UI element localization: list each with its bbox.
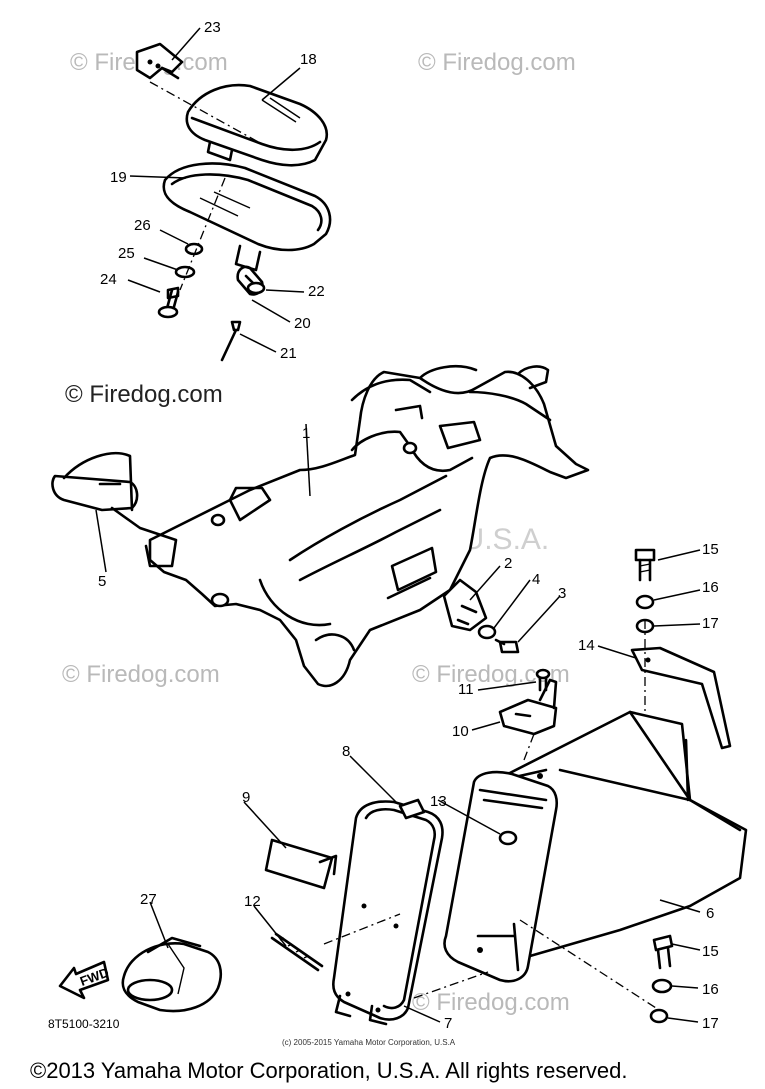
bolt-15-bottom <box>652 934 674 970</box>
footer-copyright: ©2013 Yamaha Motor Corporation, U.S.A. A… <box>30 1058 627 1083</box>
callout-16-top: 16 <box>702 579 719 596</box>
callout-18: 18 <box>300 51 317 68</box>
connector-27 <box>121 936 222 1013</box>
grommet-26 <box>184 242 204 256</box>
bracket-2 <box>442 578 488 632</box>
callout-10: 10 <box>452 723 469 740</box>
callout-11: 11 <box>458 681 474 698</box>
callout-21: 21 <box>280 345 297 362</box>
callout-2: 2 <box>504 555 512 572</box>
collar-16-bottom <box>651 978 673 994</box>
callout-4: 4 <box>532 571 540 588</box>
guard-5 <box>51 451 178 568</box>
callout-22: 22 <box>308 283 325 300</box>
watermark-firedog: © Firedog.com <box>412 989 570 1016</box>
battery-box-6 <box>443 710 748 983</box>
bracket-23 <box>135 42 184 80</box>
callout-19: 19 <box>110 169 127 186</box>
watermark-firedog: © Firedog.com <box>418 49 576 76</box>
callout-20: 20 <box>294 315 311 332</box>
callout-labels: 23 18 19 26 25 24 22 20 21 1 5 2 4 3 15 … <box>98 19 719 1032</box>
callout-26: 26 <box>134 217 151 234</box>
callout-9: 9 <box>242 789 250 806</box>
bracket-10 <box>498 678 558 736</box>
callout-17-bottom: 17 <box>702 1015 719 1032</box>
air-cleaner-case-19 <box>162 162 332 272</box>
washer-4 <box>477 624 497 640</box>
screw-11 <box>535 668 551 692</box>
bracket-14 <box>630 646 732 750</box>
bolt-15-top <box>634 548 656 582</box>
air-cleaner-cover-18 <box>185 83 329 167</box>
callout-17-top: 17 <box>702 615 719 632</box>
washer-22 <box>246 281 266 295</box>
frame-cover-1 <box>148 365 590 688</box>
callout-1: 1 <box>302 425 310 442</box>
callout-7: 7 <box>444 1015 452 1032</box>
collar-25 <box>174 265 196 279</box>
diagram-code: 8T5100-3210 <box>48 1017 120 1031</box>
callout-6: 6 <box>706 905 714 922</box>
callout-27: 27 <box>140 891 157 908</box>
rivet-21 <box>220 320 242 362</box>
bolt-3 <box>494 638 520 654</box>
callout-8: 8 <box>342 743 350 760</box>
callout-13: 13 <box>430 793 447 810</box>
collar-16-top <box>635 594 655 610</box>
grommet-13 <box>498 830 518 846</box>
callout-16-bottom: 16 <box>702 981 719 998</box>
watermark-firedog-large: © Firedog.com <box>65 381 223 408</box>
callout-3: 3 <box>558 585 566 602</box>
callout-5: 5 <box>98 573 106 590</box>
bolt-24 <box>157 286 180 319</box>
plate-9 <box>264 838 338 890</box>
watermark-firedog: © Firedog.com <box>62 661 220 688</box>
callout-25: 25 <box>118 245 135 262</box>
callout-15-bottom: 15 <box>702 943 719 960</box>
air-cleaner-assembly <box>135 42 332 362</box>
cover-8 <box>332 798 444 1026</box>
callout-14: 14 <box>578 637 595 654</box>
stud-12 <box>270 932 324 972</box>
callout-12: 12 <box>244 893 261 910</box>
grommet-17-bottom <box>649 1008 669 1024</box>
callout-23: 23 <box>204 19 221 36</box>
leader-lines <box>95 27 701 1023</box>
callout-24: 24 <box>100 271 117 288</box>
fwd-arrow-icon: FWD <box>58 960 111 1000</box>
small-copyright: (c) 2005-2015 Yamaha Motor Corporation, … <box>282 1038 456 1047</box>
callout-15-top: 15 <box>702 541 719 558</box>
